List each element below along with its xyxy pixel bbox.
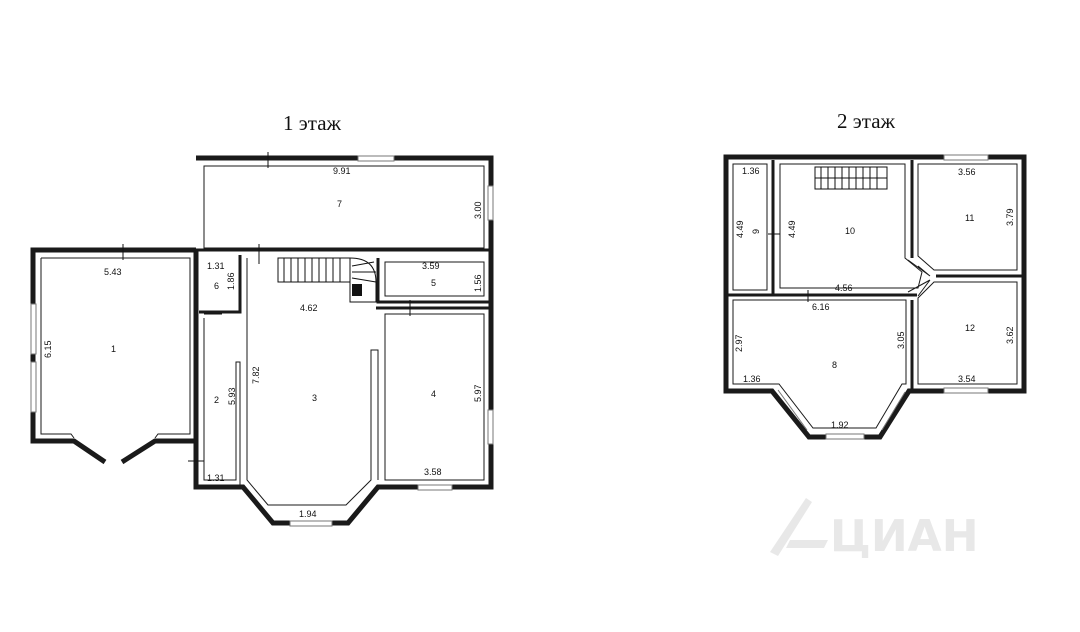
wall-room-2-inner (203, 318, 241, 487)
floor-1-title: 1 этаж (283, 111, 342, 135)
door-swing (907, 259, 931, 277)
room-label-6: 6 (214, 281, 219, 291)
window (881, 391, 906, 431)
floor-1-plan: 1 этаж (30, 111, 494, 527)
dimension-label: 3.54 (958, 374, 976, 384)
wall-room-8-inner (732, 299, 907, 429)
dimension-label: 3.59 (422, 261, 440, 271)
dimension-label: 1.94 (299, 509, 317, 519)
wall-room-12-inner (917, 281, 1018, 385)
dimension-label: 1.86 (226, 272, 236, 290)
window (289, 520, 333, 527)
room-label-4: 4 (431, 389, 436, 399)
dimension-label: 3.05 (896, 331, 906, 349)
dimension-label: 1.36 (742, 166, 760, 176)
wall-room-9-inner (732, 163, 768, 291)
window (357, 155, 395, 162)
veranda-inner (40, 257, 191, 439)
dimension-label: 5.97 (473, 384, 483, 402)
room-label-8: 8 (832, 360, 837, 370)
floor-2-plan: 2 этаж (723, 109, 1027, 440)
window (30, 303, 37, 355)
room-label-3: 3 (312, 393, 317, 403)
wall-room-10-inner (779, 163, 923, 289)
dimension-label: 4.49 (787, 220, 797, 238)
room-label-10: 10 (845, 226, 855, 236)
room-label-1: 1 (111, 344, 116, 354)
wall-room-5-inner (384, 261, 485, 297)
dimension-label: 1.31 (207, 473, 225, 483)
room-label-9: 9 (751, 229, 761, 234)
dimension-label: 9.91 (333, 166, 351, 176)
dimension-label: 4.56 (835, 283, 853, 293)
cian-logo-icon (770, 498, 828, 556)
wall-room-11 (910, 160, 1022, 278)
room-label-12: 12 (965, 323, 975, 333)
wall-room-11-inner (917, 163, 1018, 271)
dimension-label: 1.31 (207, 261, 225, 271)
window (943, 387, 989, 394)
wall-room-5 (376, 258, 491, 304)
window (487, 185, 494, 221)
dimension-label: 5.93 (227, 387, 237, 405)
window (417, 484, 453, 491)
dimension-label: 3.56 (958, 167, 976, 177)
door-swing (907, 279, 931, 297)
dimension-label: 4.62 (300, 303, 318, 313)
wall-room-7-inner (203, 165, 485, 249)
room-label-11: 11 (965, 213, 974, 223)
window (825, 433, 865, 440)
dimension-label: 3.58 (424, 467, 442, 477)
dimension-label: 3.79 (1005, 208, 1015, 226)
wall-room-6 (199, 255, 242, 314)
room-label-7: 7 (337, 199, 342, 209)
dimension-label: 3.00 (473, 201, 483, 219)
veranda-wall (30, 247, 196, 465)
room-label-5: 5 (431, 278, 436, 288)
window (487, 409, 494, 445)
dimension-label: 6.15 (43, 340, 53, 358)
dimension-label: 7.82 (251, 366, 261, 384)
dimension-label: 1.56 (473, 274, 483, 292)
floor-2-stairs (814, 166, 888, 190)
dimension-label: 6.16 (812, 302, 830, 312)
dimension-label: 1.36 (743, 374, 761, 384)
window (30, 361, 37, 413)
wall-room-3-left (246, 258, 379, 506)
window (777, 389, 808, 431)
watermark: ЦИАН (770, 498, 979, 562)
floor-1-stairs (277, 257, 377, 303)
dimension-label: 2.97 (734, 334, 744, 352)
dimension-label: 1.92 (831, 420, 849, 430)
dimension-label: 5.43 (104, 267, 122, 277)
floor-2-title: 2 этаж (837, 109, 896, 133)
dimension-label: 3.62 (1005, 326, 1015, 344)
watermark-text: ЦИАН (830, 511, 979, 562)
dimension-label: 4.49 (735, 220, 745, 238)
room-label-2: 2 (214, 395, 219, 405)
floor-2-outer-wall (723, 154, 1027, 440)
floor-1-outer-wall (193, 155, 494, 526)
window (943, 154, 989, 161)
wall-room-4-inner (384, 313, 485, 481)
